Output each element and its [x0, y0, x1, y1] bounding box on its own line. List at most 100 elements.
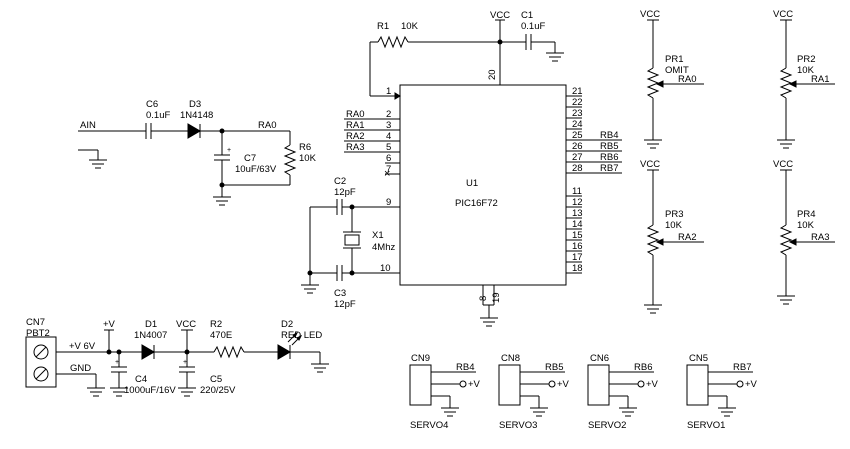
svg-text:+: +: [183, 359, 187, 366]
pr3-value: 10K: [665, 220, 683, 231]
d3-value: 1N4148: [180, 110, 213, 121]
plus-v-6v-label: +V 6V: [69, 341, 96, 352]
u1-pin-21: 21: [572, 86, 583, 97]
u1-pin-16: 16: [572, 241, 583, 252]
cn8-net: RB5: [545, 362, 563, 373]
c1-ref: C1: [521, 10, 533, 21]
u1-pin-10: 10: [380, 263, 391, 274]
c1-capacitor: C1 0.1uF: [500, 10, 564, 62]
ain-label: AIN: [80, 120, 96, 131]
c3-ref: C3: [334, 288, 346, 299]
pr3-preset: VCC PR3 10K RA2: [640, 159, 704, 314]
pr1-value: OMIT: [665, 65, 689, 76]
u1-pin-26: 26: [572, 141, 583, 152]
pr4-vcc: VCC: [773, 159, 793, 170]
u1-pin-6: 6: [386, 153, 391, 164]
u1-pin-5: 5: [386, 142, 391, 153]
d2-value: RED LED: [281, 330, 322, 341]
c3-capacitor: C3 12pF: [310, 265, 385, 310]
plus-v-rail: +V: [103, 319, 116, 355]
u1-pin-24: 24: [572, 119, 583, 130]
cn6-ref: CN6: [590, 353, 609, 364]
u1-pin-5-net: RA3: [346, 142, 364, 153]
u1-pin-17: 17: [572, 252, 583, 263]
crystal-gnd: [301, 207, 319, 294]
u1-pin-18: 18: [572, 263, 583, 274]
cn5-servo-connector: CN5 RB7 +V SERVO1: [686, 353, 758, 431]
cn9-plus-v: +V: [468, 379, 481, 390]
u1-pin-15: 15: [572, 230, 583, 241]
cn7-ref: CN7: [26, 317, 45, 328]
u1-pin-4-net: RA2: [346, 131, 364, 142]
u1-pin-12: 12: [572, 197, 583, 208]
u1-pin-11: 11: [572, 186, 582, 197]
cn5-name: SERVO1: [687, 420, 725, 431]
cn9-ref: CN9: [411, 353, 430, 364]
u1-pin-25-net: RB4: [600, 130, 618, 141]
cn6-servo-connector: CN6 RB6 +V SERVO2: [587, 353, 659, 431]
c7-ref: C7: [244, 153, 256, 164]
cn9-name: SERVO4: [410, 420, 448, 431]
pr1-net: RA0: [678, 74, 696, 85]
plus-v-label: +V: [103, 319, 116, 330]
c4-capacitor: + C4 1000uF/16V: [87, 352, 176, 397]
u1-pin-4: 4: [386, 131, 391, 142]
vcc-supply: VCC: [176, 319, 196, 355]
c2-value: 12pF: [334, 187, 356, 198]
d3-ref: D3: [189, 99, 201, 110]
u1-pin-28: 28: [572, 163, 583, 174]
c6-ref: C6: [146, 99, 158, 110]
u1-pin-19: 19: [491, 292, 502, 303]
svg-text:+: +: [115, 359, 119, 366]
u1-pin-14: 14: [572, 219, 583, 230]
u1-microcontroller: U1 PIC16F72 20 1 2 RA0 3 RA1 4 RA2 5 RA3…: [344, 69, 622, 327]
cn8-name: SERVO3: [499, 420, 537, 431]
c5-capacitor: + C5 220/25V: [178, 352, 236, 397]
c2-ref: C2: [334, 176, 346, 187]
cn6-plus-v: +V: [646, 379, 659, 390]
u1-pin-25: 25: [572, 130, 583, 141]
cn7-connector: CN7 PBT2 +V 6V GND: [25, 317, 142, 388]
u1-pin-1: 1: [386, 86, 391, 97]
d1-diode: D1 1N4007: [116, 319, 214, 360]
u1-pin-top: 20: [487, 69, 498, 80]
u1-pin-2-net: RA0: [346, 109, 364, 120]
cn8-ref: CN8: [501, 353, 520, 364]
cn9-net: RB4: [456, 362, 474, 373]
c5-value: 220/25V: [200, 385, 236, 396]
pr2-ref: PR2: [797, 54, 815, 65]
r1-resistor: R1 10K: [370, 21, 500, 49]
cn5-net: RB7: [733, 362, 751, 373]
pr1-vcc: VCC: [640, 9, 660, 20]
ain-gnd: [213, 182, 290, 206]
cn6-name: SERVO2: [588, 420, 626, 431]
r1-ref: R1: [377, 21, 389, 32]
u1-pin-2: 2: [386, 109, 391, 120]
c7-capacitor: + C7 10uF/63V: [214, 128, 277, 185]
pr2-net: RA1: [811, 74, 829, 85]
r2-resistor: R2 470E: [210, 319, 278, 359]
r2-ref: R2: [210, 319, 222, 330]
gnd-label: GND: [70, 363, 91, 374]
cn8-plus-v: +V: [557, 379, 570, 390]
vcc-supply-label: VCC: [176, 319, 196, 330]
u1-pin-3: 3: [386, 120, 391, 131]
svg-text:+: +: [227, 147, 231, 154]
pr4-value: 10K: [797, 220, 815, 231]
c5-ref: C5: [210, 374, 222, 385]
cn5-plus-v: +V: [745, 379, 758, 390]
d1-ref: D1: [145, 319, 157, 330]
ra0-net-label: RA0: [258, 120, 276, 131]
r2-value: 470E: [210, 330, 232, 341]
c6-value: 0.1uF: [146, 110, 170, 121]
x1-value: 4Mhz: [372, 242, 395, 253]
pr1-preset: VCC PR1 OMIT RA0: [640, 9, 704, 149]
pr3-vcc: VCC: [640, 159, 660, 170]
u1-pin-13: 13: [572, 208, 583, 219]
c4-ref: C4: [135, 374, 147, 385]
pr4-preset: VCC PR4 10K RA3: [773, 159, 835, 305]
cn6-net: RB6: [634, 362, 652, 373]
c3-value: 12pF: [334, 299, 356, 310]
u1-pin-8: 8: [478, 296, 489, 301]
